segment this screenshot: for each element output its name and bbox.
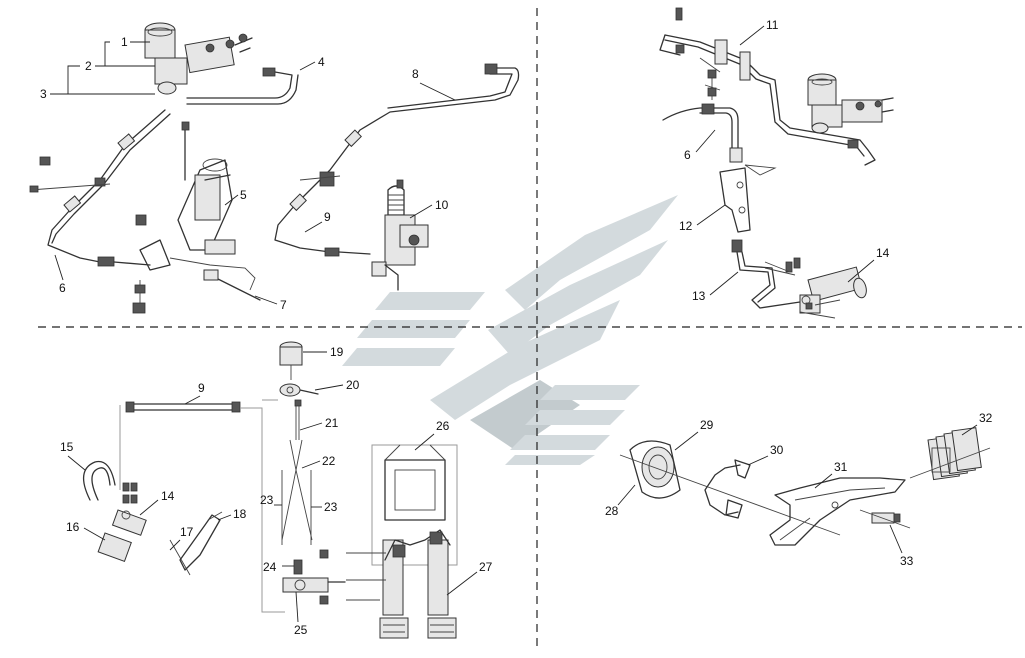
callout-22: 22 <box>322 454 336 468</box>
bracket-12 <box>719 167 751 233</box>
callout-25: 25 <box>294 623 308 637</box>
callout-3: 3 <box>40 87 47 101</box>
pivot-bolt-33 <box>859 509 911 529</box>
callout-14-right: 14 <box>876 246 890 260</box>
callout-6-right: 6 <box>684 148 691 162</box>
callout-16: 16 <box>66 520 80 534</box>
callout-18: 18 <box>233 507 247 521</box>
callout-15: 15 <box>60 440 74 454</box>
master-cylinder-25 <box>282 559 346 593</box>
callout-14-bottom: 14 <box>161 489 175 503</box>
callout-30: 30 <box>770 443 784 457</box>
callouts-top-left: 1 2 3 4 5 6 7 8 9 10 <box>40 35 456 312</box>
callout-20: 20 <box>346 378 360 392</box>
callout-28: 28 <box>605 504 619 518</box>
pipe-clips-left <box>29 156 147 226</box>
callout-23-left: 23 <box>260 493 274 507</box>
callout-17: 17 <box>180 525 194 539</box>
pipe-9-and-hoses <box>119 399 285 613</box>
callout-12: 12 <box>679 219 693 233</box>
slave-cylinder-10 <box>371 179 429 291</box>
callout-26: 26 <box>436 419 450 433</box>
callout-21: 21 <box>325 416 339 430</box>
release-bearing-28-29 <box>619 440 841 536</box>
callout-24: 24 <box>263 560 277 574</box>
callout-32: 32 <box>979 411 993 425</box>
pipe-6-right <box>662 103 777 176</box>
callouts-top-right: 11 6 12 13 14 <box>679 18 890 303</box>
callout-10: 10 <box>435 198 449 212</box>
brand-logo-watermark <box>342 195 678 465</box>
callout-9-top: 9 <box>324 210 331 224</box>
callout-8: 8 <box>412 67 419 81</box>
callout-6-left: 6 <box>59 281 66 295</box>
callout-27: 27 <box>479 560 493 574</box>
callout-19: 19 <box>330 345 344 359</box>
pedal-box-26 <box>371 444 458 566</box>
callout-1: 1 <box>121 35 128 49</box>
slave-cylinder-14-right <box>799 266 867 319</box>
slave-cylinder-assembly-left <box>132 121 261 314</box>
brake-pipe-middle <box>274 63 520 257</box>
master-cylinder-left <box>144 22 253 95</box>
callout-5: 5 <box>240 188 247 202</box>
callout-23-right: 23 <box>324 500 338 514</box>
callouts-bottom-right: 29 30 31 32 28 33 <box>605 411 993 568</box>
callout-9-bottom: 9 <box>198 381 205 395</box>
callouts-bottom-left: 19 20 9 21 26 15 14 22 16 17 18 23 23 24… <box>60 345 493 637</box>
hose-15-and-union-14 <box>83 460 223 576</box>
pedal-assembly-27 <box>319 529 457 639</box>
callout-31: 31 <box>834 460 848 474</box>
brake-pipe-left <box>47 67 299 267</box>
callout-7: 7 <box>280 298 287 312</box>
spring-clip-30 <box>704 459 751 519</box>
master-cylinder-right <box>807 73 894 134</box>
dust-boot-32 <box>909 427 991 481</box>
callout-33: 33 <box>900 554 914 568</box>
callout-2: 2 <box>85 59 92 73</box>
section-dividers <box>38 8 1022 650</box>
callout-11: 11 <box>766 18 779 32</box>
callout-13: 13 <box>692 289 706 303</box>
release-fork-31 <box>769 477 906 546</box>
callout-29: 29 <box>700 418 714 432</box>
callout-4: 4 <box>318 55 325 69</box>
pipe-assembly-11 <box>659 7 876 166</box>
pipe-13 <box>731 239 801 309</box>
reservoir-19-and-line <box>279 341 319 545</box>
